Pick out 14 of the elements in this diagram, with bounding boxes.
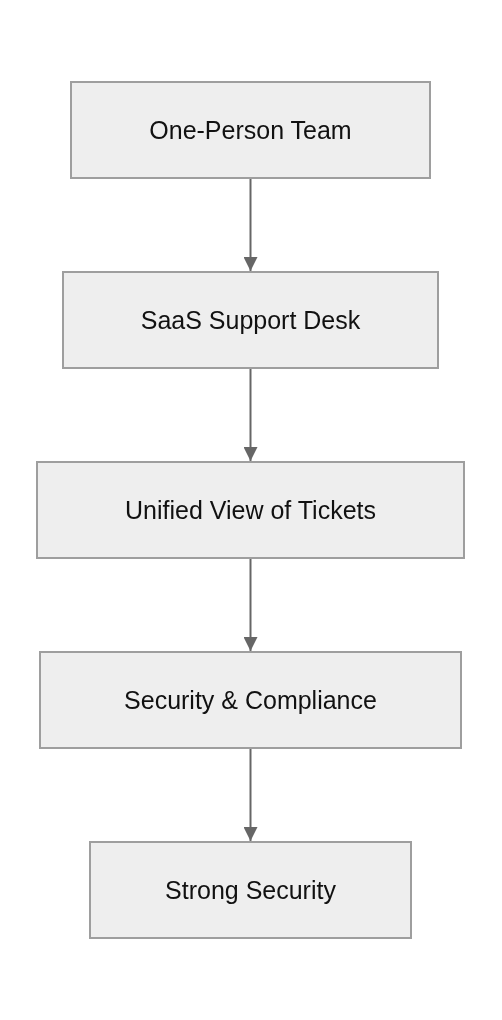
process-box [62,271,439,369]
process-box [89,841,412,939]
process-box [36,461,465,559]
arrow [243,178,258,272]
process-box [70,81,431,179]
process-box [39,651,462,749]
box-label: One-Person Team [149,115,352,145]
box-label: Strong Security [165,875,336,905]
arrow [243,558,258,652]
box-label: Unified View of Tickets [124,495,376,525]
box-label: Security & Compliance [124,685,377,715]
box-label: SaaS Support Desk [140,305,361,335]
arrow [243,368,258,462]
arrow [243,748,258,842]
